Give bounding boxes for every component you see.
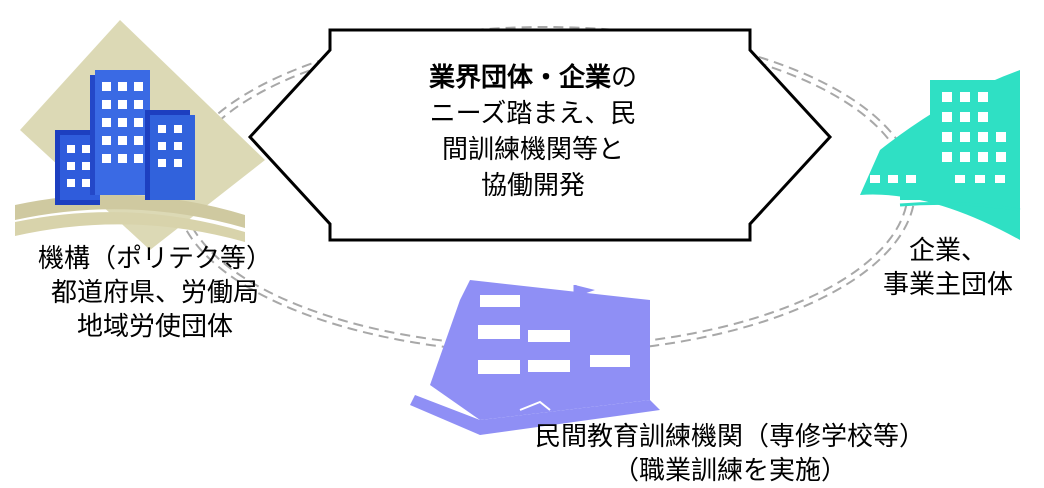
school-building-icon [410, 280, 660, 435]
company-building-icon [860, 70, 1021, 240]
office-building-icon [15, 20, 265, 250]
left-label: 機構（ポリテク等） 都道府県、労働局 地域労使団体 [10, 242, 300, 344]
left-label-line1: 機構（ポリテク等） [37, 244, 272, 274]
arrow-caption-line4: 協働開発 [480, 171, 585, 201]
arrow-caption-line2: ニーズ踏まえ、民 [429, 99, 637, 129]
bottom-label-line1: 民間教育訓練機関（専修学校等） [534, 422, 925, 452]
arrow-caption-line3: 間訓練機関等と [441, 135, 624, 165]
left-label-line3: 地域労使団体 [76, 312, 233, 342]
left-label-line2: 都道府県、労働局 [50, 278, 259, 308]
double-arrow [247, 28, 833, 242]
arrow-caption-bold: 業界団体・企業 [428, 63, 611, 93]
arrow-caption-line1-rest: の [611, 63, 638, 93]
bottom-label-line2: （職業訓練を実施） [612, 456, 847, 486]
right-label-line1: 企業、 [908, 236, 987, 266]
right-label: 企業、 事業主団体 [868, 234, 1028, 302]
bottom-label: 民間教育訓練機関（専修学校等） （職業訓練を実施） [520, 420, 940, 488]
arrow-caption-line1: 業界団体・企業の [388, 60, 678, 96]
right-label-line2: 事業主団体 [882, 270, 1013, 300]
arrow-caption: 業界団体・企業の ニーズ踏まえ、民 間訓練機関等と 協働開発 [388, 60, 678, 204]
